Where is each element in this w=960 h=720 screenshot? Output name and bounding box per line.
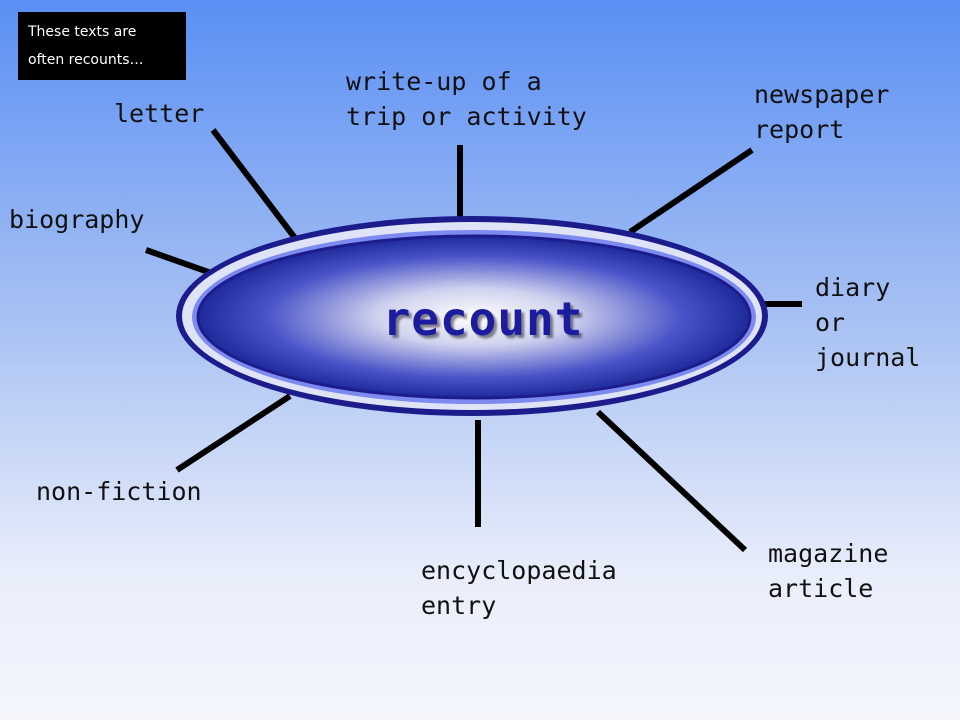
label-non-fiction: non-fiction (36, 477, 202, 506)
label-biography: biography (9, 205, 145, 234)
label-newspaper: newspaper report (754, 80, 890, 144)
connector-lines (145, 128, 802, 553)
connector-newspaper (628, 147, 754, 235)
connector-biography (145, 247, 215, 277)
connector-letter (210, 128, 301, 244)
label-magazine: magazine article (768, 539, 889, 603)
connector-non-fiction (175, 393, 292, 473)
label-write-up: write-up of a trip or activity (346, 67, 587, 131)
label-letter: letter (114, 99, 205, 128)
note-box: These texts are often recounts… (18, 12, 186, 80)
connector-magazine (595, 409, 748, 553)
center-label: recount (382, 292, 584, 346)
inner-ellipse (196, 234, 752, 400)
label-diary: diary or journal (815, 273, 921, 372)
label-encyclopaedia: encyclopaedia entry (421, 556, 617, 620)
